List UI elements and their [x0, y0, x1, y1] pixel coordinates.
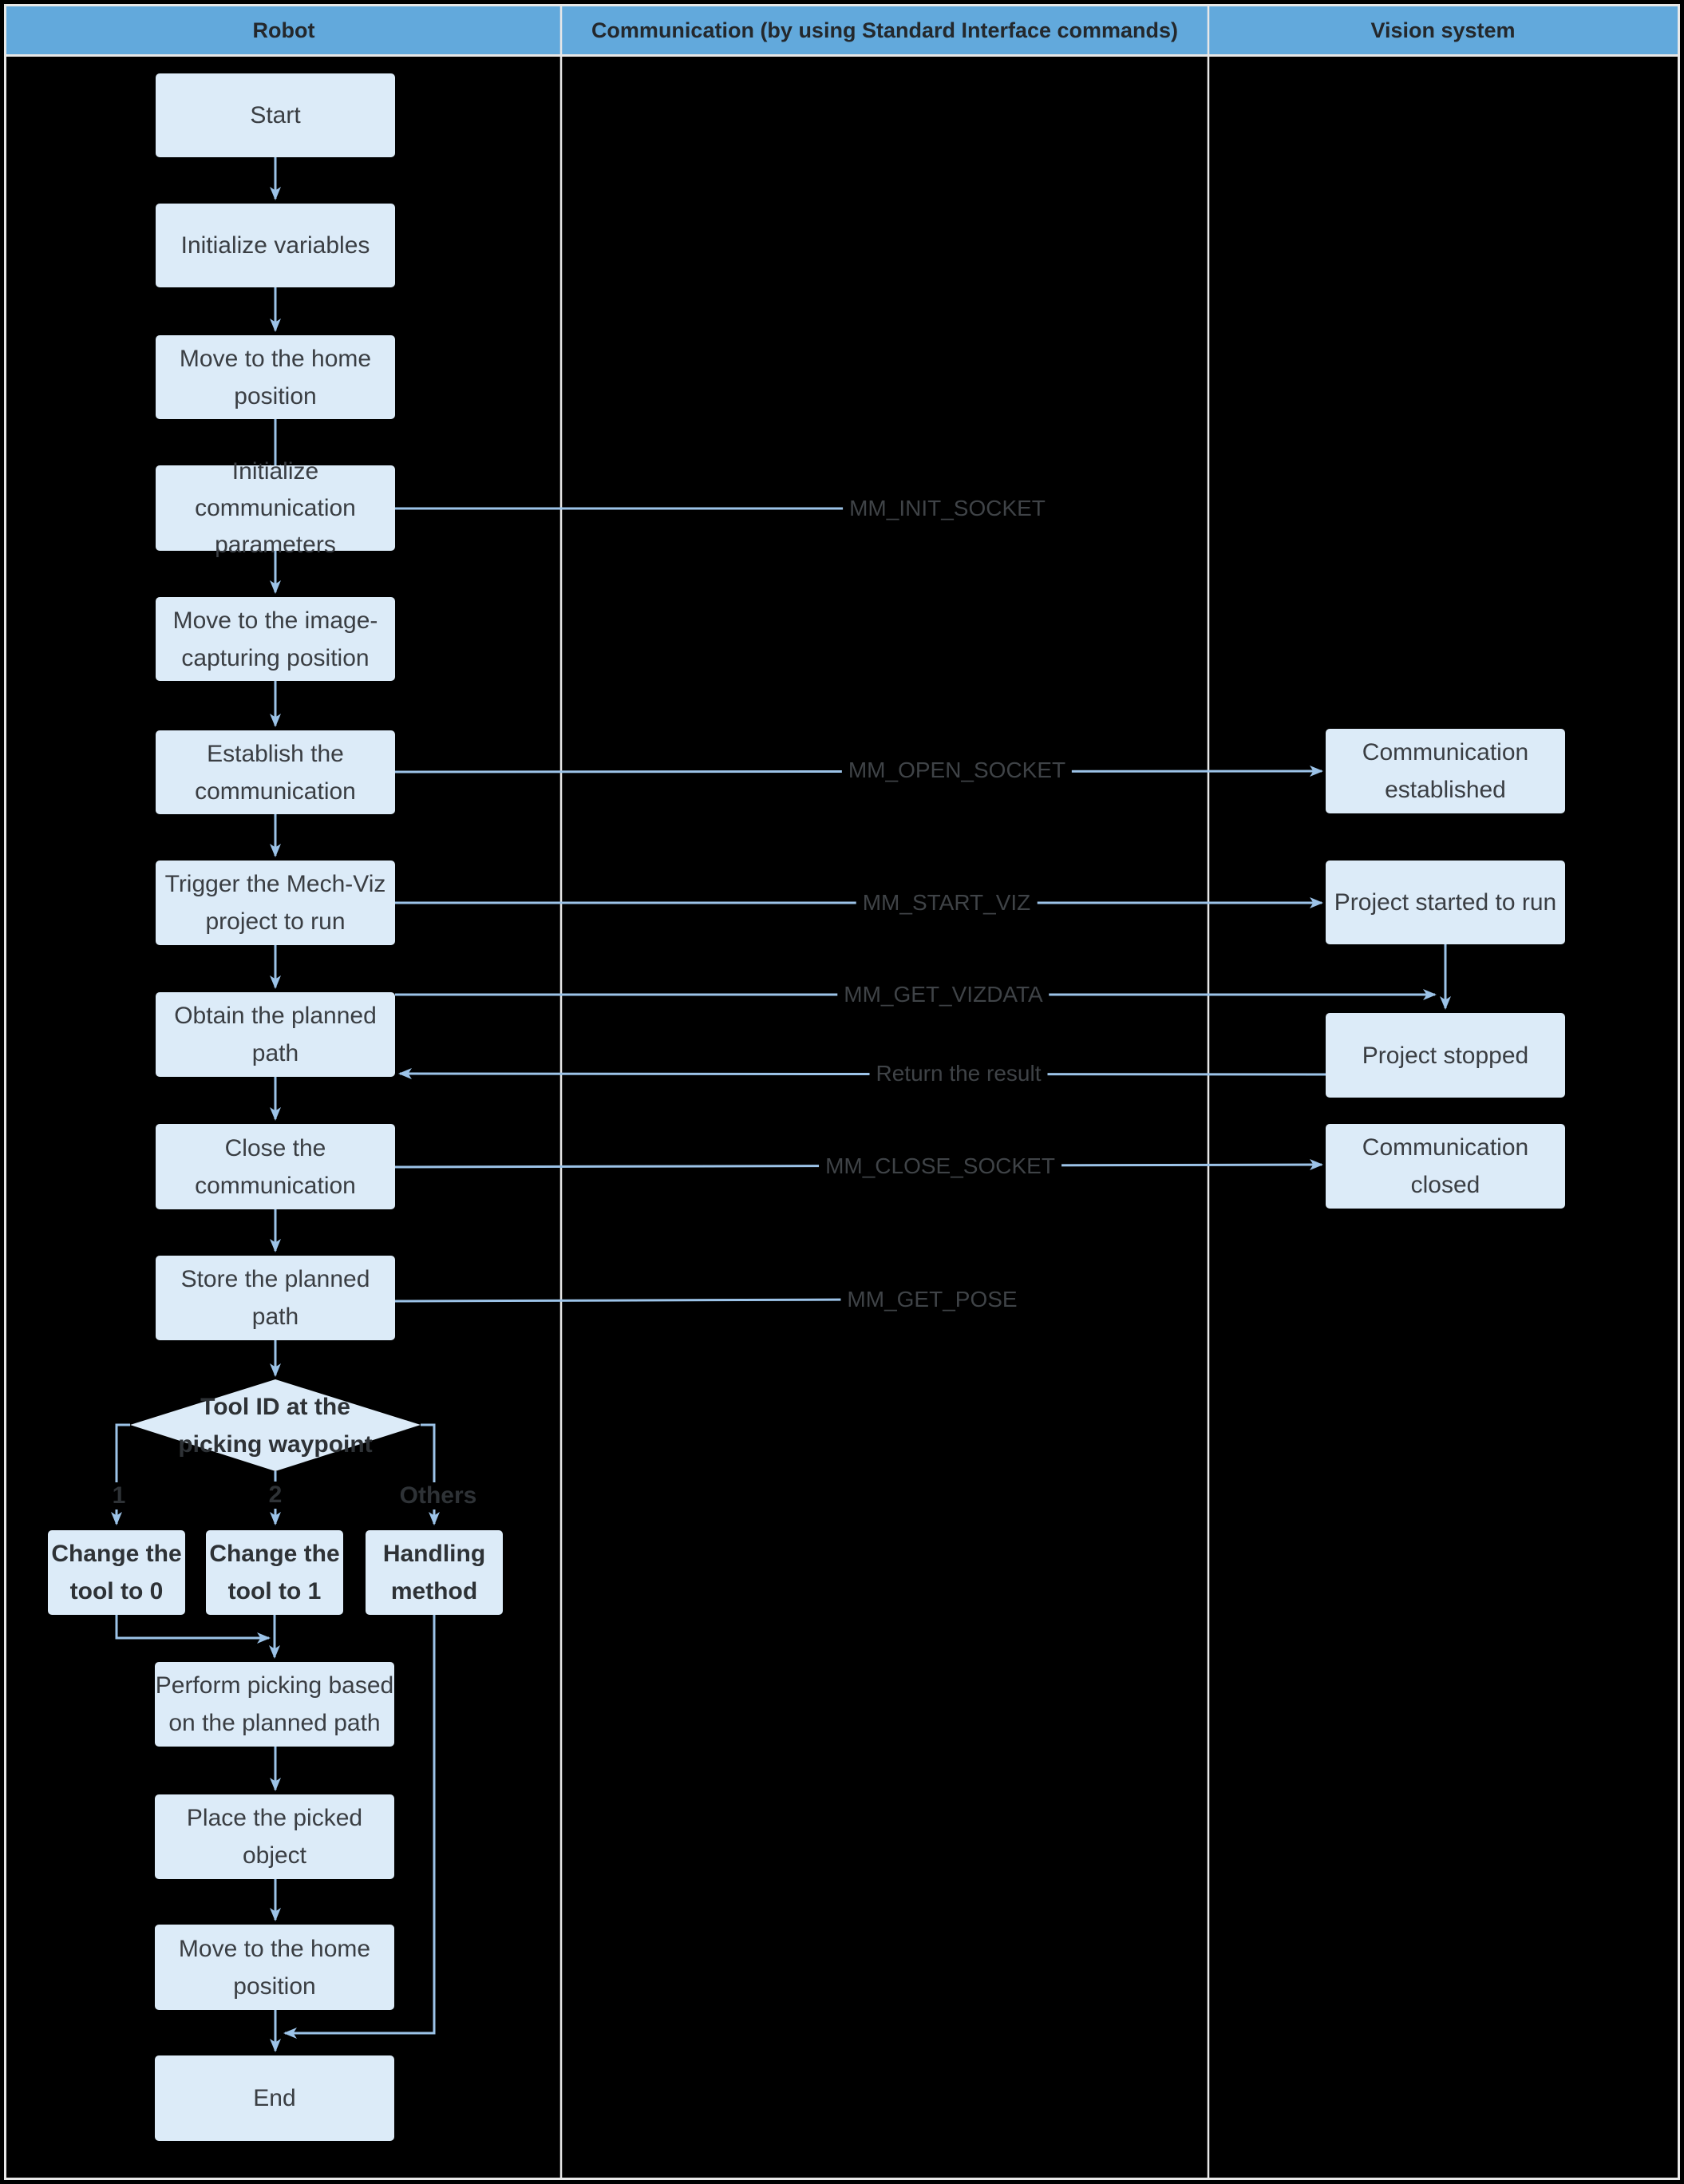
edge-label-mm-init-socket: MM_INIT_SOCKET	[843, 496, 1052, 521]
node-move_image: Move to the image- capturing position	[156, 597, 395, 681]
edge-label-mm-get-pose: MM_GET_POSE	[840, 1287, 1024, 1312]
node-move_home_2: Move to the home position	[155, 1925, 394, 2010]
node-handling: Handling method	[366, 1530, 503, 1615]
branch-label-branch-2: 2	[260, 1482, 291, 1509]
decision-diamond-shape	[130, 1379, 421, 1471]
node-trigger_viz: Trigger the Mech-Viz project to run	[156, 861, 395, 945]
flow-connectors	[111, 157, 1451, 2052]
decision-tool-id: Tool ID at the picking waypoint	[178, 1393, 373, 1458]
edge-label-mm-close-socket: MM_CLOSE_SOCKET	[819, 1153, 1061, 1179]
table-header-bar	[6, 6, 1678, 57]
edge-label-mm-open-socket: MM_OPEN_SOCKET	[841, 758, 1073, 783]
edge-label-mm-get-vizdata: MM_GET_VIZDATA	[837, 982, 1050, 1007]
node-store_path: Store the planned path	[156, 1256, 395, 1340]
edge-label-mm-start-viz: MM_START_VIZ	[856, 890, 1038, 916]
node-place_object: Place the picked object	[155, 1794, 394, 1879]
node-tool0: Change the tool to 0	[48, 1530, 185, 1615]
edge-label-return-result: Return the result	[869, 1061, 1048, 1086]
branch-label-branch-1: 1	[104, 1482, 134, 1509]
node-close_comm: Close the communication	[156, 1124, 395, 1209]
node-end_node: End	[155, 2055, 394, 2141]
node-comm_est: Communication established	[1326, 729, 1565, 813]
header-column-vision-system: Vision system	[1370, 18, 1516, 42]
node-move_home_1: Move to the home position	[156, 335, 395, 419]
node-obtain_path: Obtain the planned path	[156, 992, 395, 1077]
node-perform_picking: Perform picking based on the planned pat…	[155, 1662, 394, 1747]
header-column-robot: Robot	[252, 18, 315, 42]
node-tool1: Change the tool to 1	[206, 1530, 343, 1615]
branch-label-branch-others: Others	[391, 1482, 485, 1509]
node-comm_closed: Communication closed	[1326, 1124, 1565, 1209]
node-init_vars: Initialize variables	[156, 204, 395, 287]
node-establish_comm: Establish the communication	[156, 730, 395, 814]
node-init_comm: Initialize communication parameters	[156, 458, 395, 558]
node-start: Start	[156, 73, 395, 157]
header-column-communication: Communication (by using Standard Interfa…	[591, 18, 1179, 42]
table-grid	[4, 4, 1680, 2180]
node-proj_stopped: Project stopped	[1326, 1013, 1565, 1098]
node-proj_started: Project started to run	[1326, 861, 1565, 944]
